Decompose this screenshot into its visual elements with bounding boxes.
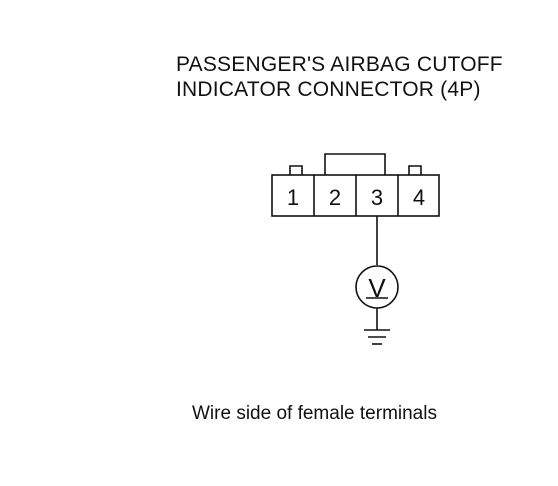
voltmeter-symbol: V [368,273,386,303]
title-line-2: INDICATOR CONNECTOR (4P) [176,78,481,101]
connector-title: PASSENGER'S AIRBAG CUTOFF INDICATOR CONN… [176,52,503,102]
connector-tab-right [408,165,422,175]
diagram-caption: Wire side of female terminals [192,403,437,424]
connector-lock-tab [324,153,386,175]
pin-label-4: 4 [413,185,425,210]
pin-label-2: 2 [329,185,341,210]
title-line-1: PASSENGER'S AIRBAG CUTOFF [176,53,503,76]
ground-icon [364,329,390,345]
pin-label-1: 1 [287,185,299,210]
connector-tab-left [289,165,303,175]
pin-label-3: 3 [371,185,383,210]
